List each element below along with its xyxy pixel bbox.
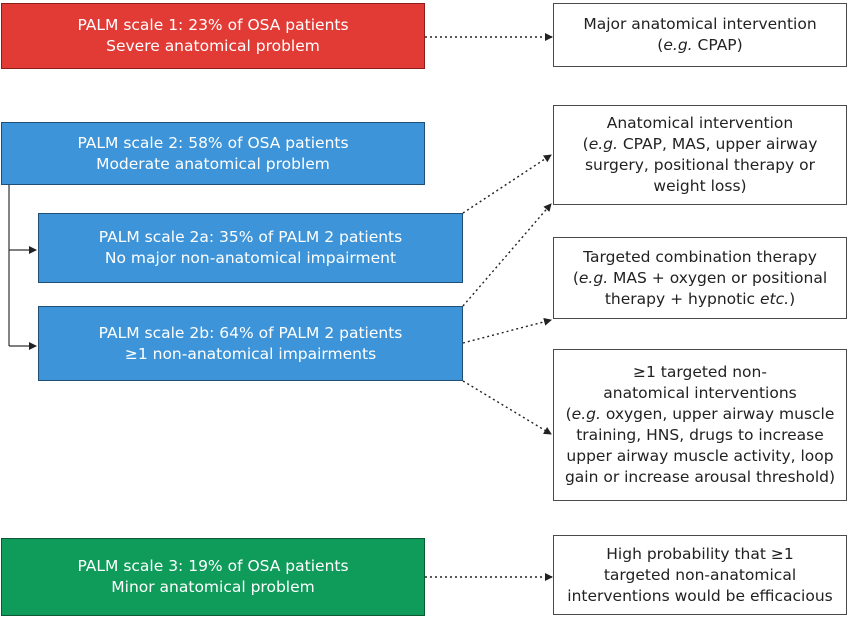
palm-scale-2a-title: PALM scale 2a: 35% of PALM 2 patients [98, 228, 403, 246]
palm-scale-1-subtitle: Severe anatomical problem [106, 37, 320, 55]
outcome-4-line-4: training, HNS, drugs to increase [576, 426, 824, 444]
palm-scale-3-title: PALM scale 3: 19% of OSA patients [77, 557, 349, 575]
outcome-2-line-1: Anatomical intervention [606, 114, 794, 132]
outcome-non-anatomical-box: ≥1 targeted non- anatomical intervention… [553, 349, 847, 501]
outcome-4-line-5: upper airway muscle activity, loop [566, 447, 834, 465]
palm2a-to-outcome2-arrow [462, 154, 552, 214]
outcome-1-line-2: (e.g. CPAP) [657, 36, 743, 54]
palm-scale-2-box: PALM scale 2: 58% of OSA patients Modera… [1, 122, 425, 185]
outcome-3-line-1: Targeted combination therapy [583, 247, 817, 266]
outcome-1-line-1: Major anatomical intervention [583, 15, 817, 33]
palm-scale-2-subtitle: Moderate anatomical problem [96, 154, 330, 173]
palm-scale-3-box: PALM scale 3: 19% of OSA patients Minor … [1, 538, 425, 616]
palm-scale-1-title: PALM scale 1: 23% of OSA patients [77, 16, 349, 34]
outcome-anatomical-box: Anatomical intervention (e.g. CPAP, MAS,… [553, 105, 847, 205]
outcome-4-line-6: gain or increase arousal threshold) [564, 468, 836, 486]
outcome-5-line-3: interventions would be efficacious [567, 586, 833, 605]
outcome-2-line-3: surgery, positional therapy or [584, 156, 815, 174]
outcome-4-line-3: (e.g. oxygen, upper airway muscle [565, 405, 835, 423]
palm-scale-2b-title: PALM scale 2b: 64% of PALM 2 patients [98, 323, 403, 342]
palm-scale-2a-subtitle: No major non-anatomical impairment [104, 249, 397, 267]
outcome-5-line-1: High probability that ≥1 [606, 544, 794, 563]
palm2b-to-outcome3-arrow [462, 317, 552, 344]
palm-scale-2b-box: PALM scale 2b: 64% of PALM 2 patients ≥1… [38, 306, 463, 381]
palm-scale-3-subtitle: Minor anatomical problem [111, 578, 315, 596]
outcome-3-line-3: therapy + hypnotic etc.) [604, 289, 796, 308]
palm-scale-1-box: PALM scale 1: 23% of OSA patients Severe… [1, 3, 425, 69]
palm2b-to-outcome2-arrow [462, 203, 552, 307]
outcome-high-probability-box: High probability that ≥1 targeted non-an… [553, 535, 847, 615]
outcome-major-anatomical-box: Major anatomical intervention (e.g. CPAP… [553, 3, 847, 67]
palm-scale-2a-box: PALM scale 2a: 35% of PALM 2 patients No… [38, 213, 463, 283]
outcome-2-line-2: (e.g. CPAP, MAS, upper airway [582, 135, 818, 153]
outcome-5-line-2: targeted non-anatomical [603, 565, 797, 584]
outcome-2-line-4: weight loss) [653, 177, 747, 195]
palm-scale-2-title: PALM scale 2: 58% of OSA patients [77, 133, 349, 152]
palm2b-to-outcome4-arrow [462, 380, 552, 435]
outcome-4-line-2: anatomical interventions [603, 384, 797, 402]
outcome-4-line-1: ≥1 targeted non- [633, 363, 767, 381]
outcome-combination-box: Targeted combination therapy (e.g. MAS +… [553, 237, 847, 319]
outcome-3-line-2: (e.g. MAS + oxygen or positional [572, 268, 828, 287]
palm-scale-2b-subtitle: ≥1 non-anatomical impairments [124, 344, 377, 363]
